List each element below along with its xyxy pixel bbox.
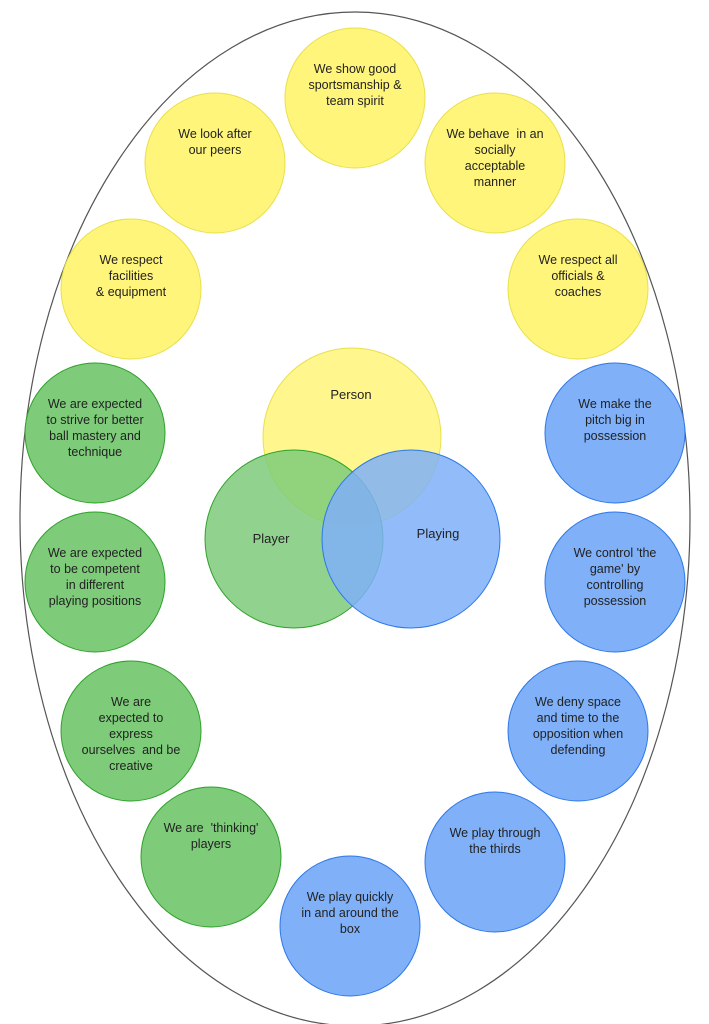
value-circle-player: We are 'thinking' players [140, 786, 282, 928]
value-text-line: ourselves and be [82, 743, 181, 757]
value-circle-shape [24, 511, 166, 653]
value-circle-playing: We deny space and time to the opposition w… [507, 660, 649, 802]
value-text-line: & equipment [96, 285, 167, 299]
value-text-line: in different [66, 578, 125, 592]
value-text-line: officials & [551, 269, 605, 283]
value-circle-shape [140, 786, 282, 928]
value-circle-shape [144, 92, 286, 234]
value-text-line: express [109, 727, 153, 741]
value-circle-playing: We play quickly in and around the box [279, 855, 421, 997]
value-text-line: box [340, 922, 361, 936]
value-text-line: We respect all [539, 253, 618, 267]
value-circle-shape [544, 511, 686, 653]
value-text-line: coaches [555, 285, 602, 299]
value-text-line: possession [584, 429, 647, 443]
value-text-line: technique [68, 445, 122, 459]
value-circle-shape [544, 362, 686, 504]
value-text-line: possession [584, 594, 647, 608]
value-text-line: to be competent [50, 562, 140, 576]
value-text-line: manner [474, 175, 516, 189]
value-text-line: defending [551, 743, 606, 757]
value-circle-person: We respect facilities & equipment [60, 218, 202, 360]
value-circle-shape [424, 92, 566, 234]
value-circle-player: We are expected to strive for better ball … [24, 362, 166, 504]
value-text-line: the thirds [469, 842, 520, 856]
value-circle-shape [424, 791, 566, 933]
value-circle-shape [60, 660, 202, 802]
outer-ellipse [19, 11, 691, 1024]
value-circle-shape [507, 218, 649, 360]
value-circle-shape [60, 218, 202, 360]
value-text-line: We control 'the [574, 546, 657, 560]
value-circle-person: We look after our peers [144, 92, 286, 234]
venn-label-player: Player [253, 531, 291, 546]
value-text-line: game' by [590, 562, 641, 576]
value-text-line: players [191, 837, 231, 851]
value-text-line: socially [475, 143, 517, 157]
value-circle-person: We show good sportsmanship & team spirit [284, 27, 426, 169]
value-text-line: We look after [178, 127, 251, 141]
value-text-line: our peers [189, 143, 242, 157]
venn-label-playing: Playing [417, 526, 460, 541]
value-text-line: playing positions [49, 594, 141, 608]
value-text-line: creative [109, 759, 153, 773]
value-circle-person: We respect all officials & coaches [507, 218, 649, 360]
value-text-line: We are expected [48, 546, 142, 560]
value-circle-player: We are expected to be competent in differe… [24, 511, 166, 653]
value-circle-playing: We make the pitch big in possession [544, 362, 686, 504]
venn-circle-playing [321, 449, 501, 629]
value-circle-playing: We control 'the game' by controlling posses… [544, 511, 686, 653]
value-text-line: We are 'thinking' [164, 821, 259, 835]
value-text-line: We play through [450, 826, 541, 840]
value-text-line: We behave in an [446, 127, 543, 141]
value-circle-player: We are expected to express ourselves and be… [60, 660, 202, 802]
value-circle-shape [279, 855, 421, 997]
value-text-line: We show good [314, 62, 397, 76]
value-text-line: We make the [578, 397, 651, 411]
value-text-line: in and around the [301, 906, 398, 920]
value-text-line: We respect [100, 253, 164, 267]
venn-label-person: Person [330, 387, 371, 402]
value-text-line: We deny space [535, 695, 621, 709]
value-text-line: opposition when [533, 727, 623, 741]
value-text-line: team spirit [326, 94, 384, 108]
value-circle-playing: We play through the thirds [424, 791, 566, 933]
value-text-line: We are expected [48, 397, 142, 411]
value-text-line: expected to [99, 711, 164, 725]
value-text-line: sportsmanship & [308, 78, 402, 92]
value-text-line: to strive for better [46, 413, 143, 427]
value-text-line: and time to the [537, 711, 620, 725]
venn-diagram: Person Player Playing [204, 347, 501, 629]
value-text-line: facilities [109, 269, 153, 283]
value-text-line: We play quickly [307, 890, 394, 904]
value-text-line: acceptable [465, 159, 526, 173]
value-circle-person: We behave in an socially acceptable manner [424, 92, 566, 234]
value-text-line: We are [111, 695, 151, 709]
value-circle-shape [24, 362, 166, 504]
value-text-line: ball mastery and [49, 429, 141, 443]
value-text-line: controlling [587, 578, 644, 592]
value-circle-shape [284, 27, 426, 169]
value-circle-shape [507, 660, 649, 802]
value-text-line: pitch big in [585, 413, 645, 427]
